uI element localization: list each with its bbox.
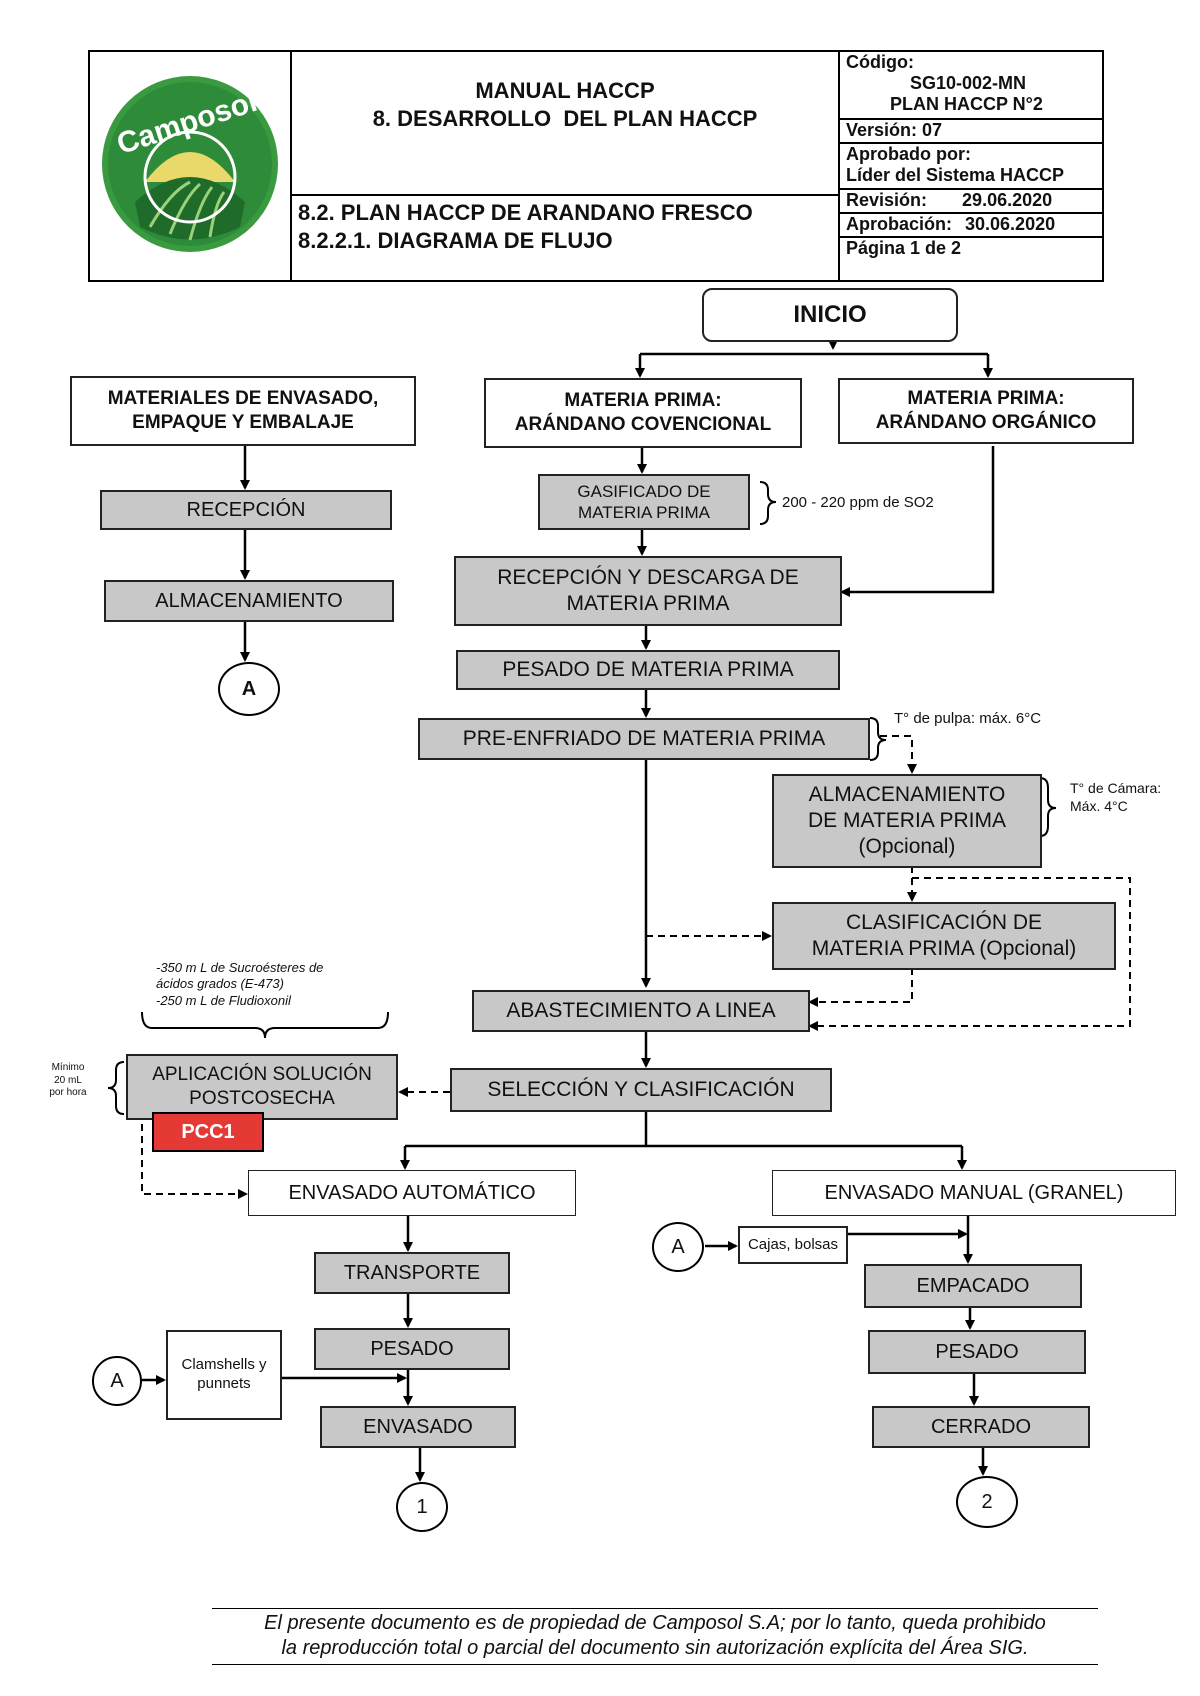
connector-a-manual: A: [652, 1222, 704, 1272]
recepcion-descarga-box: RECEPCIÓN Y DESCARGA DE MATERIA PRIMA: [454, 556, 842, 626]
connector-2: 2: [956, 1476, 1018, 1528]
envasado-box: ENVASADO: [320, 1406, 516, 1448]
mp-organico-box: MATERIA PRIMA: ARÁNDANO ORGÁNICO: [838, 378, 1134, 444]
gasificado-box: GASIFICADO DE MATERIA PRIMA: [538, 474, 750, 530]
cajas-box: Cajas, bolsas: [738, 1226, 848, 1264]
aprobado-label: Aprobado por:: [846, 144, 971, 164]
title-cell: MANUAL HACCP 8. DESARROLLO DEL PLAN HACC…: [292, 52, 840, 280]
manual-title: MANUAL HACCP: [475, 78, 655, 103]
minimo-note: Mínimo 20 mL por hora: [49, 1062, 87, 1098]
almacenamiento-box: ALMACENAMIENTO: [104, 580, 394, 622]
aprobacion-label: Aprobación:: [846, 214, 952, 234]
seleccion-box: SELECCIÓN Y CLASIFICACIÓN: [450, 1068, 832, 1112]
connector-1: 1: [396, 1482, 448, 1532]
pesado-mp-box: PESADO DE MATERIA PRIMA: [456, 650, 840, 690]
pagina: Página 1 de 2: [846, 238, 962, 258]
pesado-manual-box: PESADO: [868, 1330, 1086, 1374]
logo-cell: Camposol: [90, 52, 292, 280]
camposol-logo: Camposol: [102, 76, 278, 252]
footer-line-2: la reproducción total o parcial del docu…: [281, 1637, 1029, 1659]
codigo-value: SG10-002-MN: [910, 73, 1027, 93]
almacenamiento-mp-box: ALMACENAMIENTO DE MATERIA PRIMA (Opciona…: [772, 774, 1042, 868]
footer-rule-top: [212, 1608, 1098, 1609]
abastecimiento-box: ABASTECIMIENTO A LINEA: [472, 990, 810, 1032]
aplicacion-box: APLICACIÓN SOLUCIÓN POSTCOSECHA: [126, 1054, 398, 1120]
clasificacion-mp-box: CLASIFICACIÓN DE MATERIA PRIMA (Opcional…: [772, 902, 1116, 970]
recepcion-box: RECEPCIÓN: [100, 490, 392, 530]
plan-number: PLAN HACCP N°2: [890, 94, 1043, 114]
section-title: 8. DESARROLLO DEL PLAN HACCP: [372, 106, 758, 131]
envasado-manual-box: ENVASADO MANUAL (GRANEL): [772, 1170, 1176, 1216]
pesado-auto-box: PESADO: [314, 1328, 510, 1370]
envasado-auto-box: ENVASADO AUTOMÁTICO: [248, 1170, 576, 1216]
preenfriado-box: PRE-ENFRIADO DE MATERIA PRIMA: [418, 718, 870, 760]
materiales-box: MATERIALES DE ENVASADO, EMPAQUE Y EMBALA…: [70, 376, 416, 446]
subsection-title: 8.2.2.1. DIAGRAMA DE FLUJO: [298, 228, 613, 253]
empacado-box: EMPACADO: [864, 1264, 1082, 1308]
version: Versión: 07: [840, 120, 1102, 144]
clamshells-box: Clamshells y punnets: [166, 1330, 282, 1420]
connector-a-top: A: [218, 662, 280, 716]
plan-title: 8.2. PLAN HACCP DE ARANDANO FRESCO: [298, 200, 753, 225]
preenfriado-note: T° de pulpa: máx. 6°C: [894, 710, 1042, 727]
transporte-box: TRANSPORTE: [314, 1252, 510, 1294]
aprobado-value: Líder del Sistema HACCP: [846, 165, 1065, 185]
footer-line-1: El presente documento es de propiedad de…: [264, 1612, 1046, 1634]
pcc1-badge: PCC1: [152, 1112, 264, 1152]
meta-cell: Código: SG10-002-MN PLAN HACCP N°2 Versi…: [840, 52, 1102, 280]
solucion-note: -350 m L de Sucroésteres de ácidos grado…: [156, 960, 324, 1008]
inicio-box: INICIO: [702, 288, 958, 342]
revision-value: 29.06.2020: [962, 190, 1053, 210]
cerrado-box: CERRADO: [872, 1406, 1090, 1448]
footer-rule-bottom: [212, 1664, 1098, 1665]
camara-note: T° de Cámara: Máx. 4°C: [1070, 780, 1162, 814]
mp-convencional-box: MATERIA PRIMA: ARÁNDANO COVENCIONAL: [484, 378, 802, 448]
document-header: Camposol MANUAL HACCP 8. DESARROLLO DEL …: [88, 50, 1104, 282]
gasificado-note: 200 - 220 ppm de SO2: [782, 494, 934, 511]
connector-a-auto: A: [92, 1356, 142, 1406]
codigo-label: Código:: [846, 52, 914, 72]
revision-label: Revisión:: [846, 190, 928, 210]
aprobacion-value: 30.06.2020: [965, 214, 1056, 234]
